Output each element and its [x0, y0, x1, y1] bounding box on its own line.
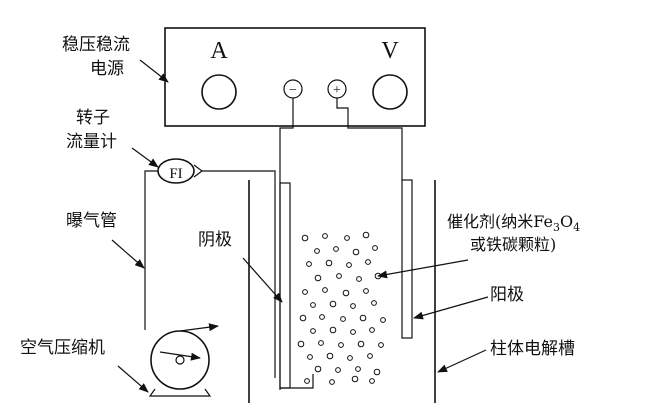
catalyst-particle: [356, 276, 362, 282]
catalyst-particle: [340, 316, 346, 322]
flowmeter-tip: [193, 164, 203, 178]
catalyst-particle: [369, 378, 375, 384]
compressor-hub: [175, 355, 185, 365]
catalyst-particle: [301, 234, 309, 242]
catalyst-particle: [344, 235, 350, 241]
air-pipe-left: [144, 170, 158, 330]
catalyst-label-sub2: 4: [573, 221, 580, 234]
ammeter-symbol: A: [210, 38, 228, 64]
catalyst-particle: [372, 245, 378, 251]
catalyst-particle: [362, 231, 370, 239]
compressor-outlet: [179, 323, 219, 332]
catalyst-particle: [350, 329, 356, 335]
compressor-label: 空气压缩机: [20, 338, 105, 358]
anode-pointer: [413, 296, 489, 320]
catalyst-particle: [369, 327, 375, 333]
catalyst-label-sub1: 3: [553, 221, 560, 234]
anode-wire: [336, 98, 403, 180]
compressor-body: [150, 330, 210, 390]
catalyst-particle: [371, 300, 377, 306]
catalyst-label-mid: O: [560, 212, 573, 231]
catalyst-particles: [297, 231, 386, 385]
flowmeter-label-line2: 流量计: [66, 132, 117, 152]
catalyst-particle: [350, 303, 356, 309]
catalyst-particle: [322, 233, 328, 239]
voltmeter-dial: [372, 74, 408, 110]
catalyst-particle: [314, 274, 322, 282]
catalyst-particle: [329, 300, 337, 308]
air-pipe-top: [202, 170, 276, 378]
catalyst-particle: [297, 340, 305, 348]
catalyst-particle: [314, 248, 320, 254]
catalyst-particle: [352, 248, 360, 256]
aerator-pointer: [111, 239, 145, 269]
catalyst-particle: [357, 340, 365, 348]
catalyst-particle: [307, 354, 313, 360]
catalyst-particle: [319, 314, 325, 320]
catalyst-particle: [347, 355, 353, 361]
voltmeter-symbol: V: [381, 38, 399, 64]
power-supply-label-line2: 电源: [90, 59, 124, 79]
power-supply-pointer: [139, 59, 169, 83]
catalyst-particle: [314, 365, 322, 373]
tank-label: 柱体电解槽: [490, 339, 575, 359]
ammeter-dial: [201, 74, 237, 110]
power-supply: A V − +: [164, 27, 426, 127]
catalyst-particle: [378, 342, 384, 348]
catalyst-label-prefix: 催化剂(纳米Fe: [447, 212, 553, 231]
catalyst-particle: [325, 259, 333, 267]
catalyst-particle: [351, 375, 359, 383]
catalyst-particle: [318, 340, 324, 346]
catalyst-particle: [342, 289, 350, 297]
catalyst-particle: [335, 367, 341, 373]
anode-plate: [401, 179, 413, 339]
compressor-machine: [148, 323, 219, 397]
catalyst-particle: [326, 352, 334, 360]
catalyst-particle: [299, 314, 307, 322]
catalyst-particle: [367, 353, 373, 359]
catalyst-particle: [322, 287, 328, 293]
compressor-rotor-arrow: [159, 351, 201, 361]
compressor-pointer: [117, 365, 149, 393]
power-supply-label-line1: 稳压稳流: [62, 35, 130, 55]
cathode-plate-foot: [280, 374, 314, 389]
catalyst-particle: [355, 366, 361, 372]
catalyst-particle: [346, 262, 352, 268]
catalyst-pointer: [377, 259, 469, 279]
cathode-wire: [279, 98, 294, 390]
flowmeter-pointer: [131, 147, 159, 168]
positive-terminal-sign: +: [333, 83, 341, 98]
catalyst-particle: [310, 302, 316, 308]
catalyst-particle: [359, 314, 367, 322]
catalyst-particle: [380, 317, 386, 323]
catalyst-label-line2: 或铁碳颗粒): [470, 235, 556, 254]
negative-terminal-sign: −: [289, 83, 297, 98]
anode-label: 阳极: [490, 285, 524, 305]
catalyst-label-line1: 催化剂(纳米Fe3O4: [447, 212, 580, 234]
catalyst-particle: [310, 328, 316, 334]
flowmeter-symbol: FI: [169, 166, 182, 182]
catalyst-particle: [338, 342, 344, 348]
catalyst-particle: [329, 326, 337, 334]
cathode-label: 阴极: [198, 230, 232, 250]
tank-pointer: [437, 349, 487, 373]
catalyst-particle: [302, 289, 308, 295]
aerator-label: 曝气管: [66, 211, 117, 231]
catalyst-particle: [363, 288, 369, 294]
catalyst-particle: [306, 261, 312, 267]
flowmeter-label-line1: 转子: [76, 108, 110, 128]
catalyst-particle: [329, 379, 335, 385]
catalyst-particle: [373, 368, 381, 376]
catalyst-particle: [333, 246, 339, 252]
cathode-pointer: [242, 257, 283, 303]
compressor-base: [148, 388, 212, 397]
catalyst-particle: [304, 378, 310, 384]
catalyst-particle: [365, 259, 371, 265]
cathode-plate: [279, 182, 291, 389]
catalyst-particle: [336, 273, 342, 279]
